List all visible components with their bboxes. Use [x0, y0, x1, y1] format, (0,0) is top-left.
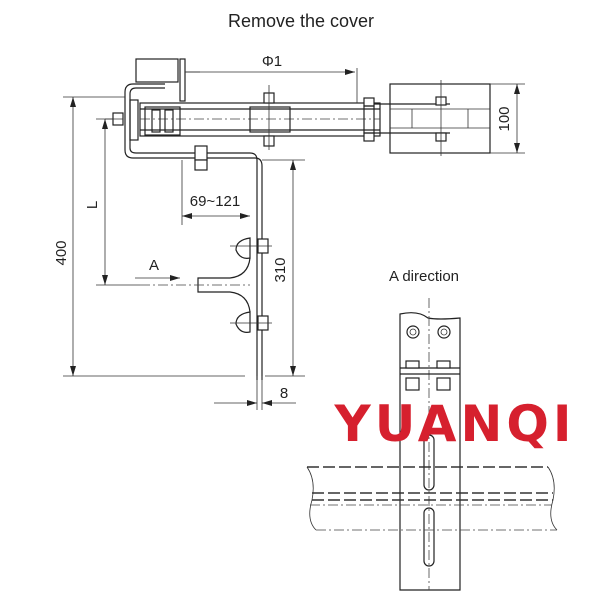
- drawing-title: Remove the cover: [228, 11, 374, 31]
- clamp-lower: [235, 311, 251, 333]
- dim-69-121: 69~121: [190, 193, 240, 210]
- rail-arm: [139, 102, 381, 137]
- view-arrow-label: A: [149, 257, 159, 274]
- vertical-plate: [179, 58, 186, 102]
- dimensions: Φ1 100 400 L A 69~121: [53, 53, 525, 410]
- cover-box: [135, 58, 179, 83]
- dim-8: 8: [280, 385, 288, 402]
- side-view: [105, 58, 491, 380]
- a-direction-view: A direction: [306, 268, 558, 591]
- dim-phi1: Φ1: [262, 53, 282, 70]
- upper-bracket: [124, 83, 263, 380]
- dim-L: L: [84, 201, 101, 209]
- rail-pipe: [306, 466, 317, 531]
- dim-310: 310: [272, 257, 289, 282]
- detail-view-title: A direction: [389, 268, 459, 285]
- clamp-upper: [235, 237, 251, 259]
- slot-lower: [423, 507, 435, 567]
- watermark-logo: YUANQI: [334, 395, 576, 453]
- slot-upper: [423, 434, 435, 491]
- rail-box: [389, 83, 491, 154]
- handle: [197, 257, 251, 313]
- dim-100: 100: [496, 106, 513, 131]
- dim-400: 400: [53, 240, 70, 265]
